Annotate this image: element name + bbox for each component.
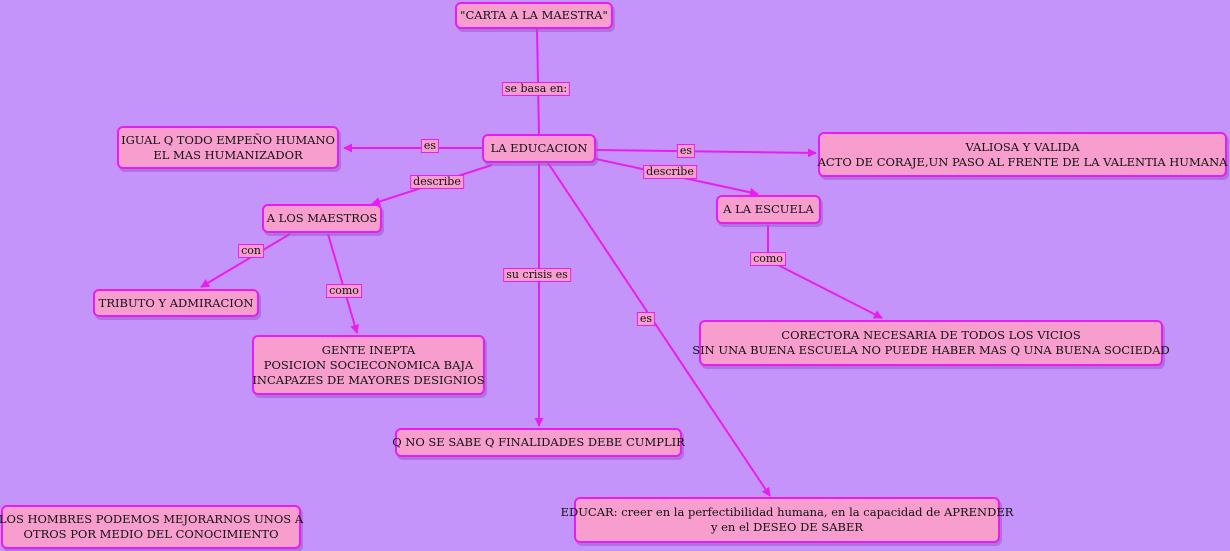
node-text: INCAPAZES DE MAYORES DESIGNIOS bbox=[252, 372, 485, 387]
node-text: IGUAL Q TODO EMPEÑO HUMANO bbox=[121, 132, 335, 147]
link-label-es-igual: es bbox=[420, 139, 440, 153]
connector-escuela-corectora-b bbox=[777, 264, 883, 319]
node-a-los-maestros[interactable]: A LOS MAESTROS bbox=[262, 204, 382, 233]
node-carta-a-la-maestra[interactable]: "CARTA A LA MAESTRA" bbox=[455, 2, 613, 29]
link-label-describe-escuela: describe bbox=[643, 165, 697, 179]
connector-maestros-gente bbox=[327, 233, 360, 334]
node-text: TRIBUTO Y ADMIRACION bbox=[98, 295, 254, 310]
node-corectora-necesaria[interactable]: CORECTORA NECESARIA DE TODOS LOS VICIOS … bbox=[692, 320, 1170, 366]
node-text: SIN UNA BUENA ESCUELA NO PUEDE HABER MAS… bbox=[692, 343, 1170, 357]
node-text: EL MAS HUMANIZADOR bbox=[153, 147, 303, 162]
link-label-es-educar: es bbox=[636, 312, 656, 326]
node-text: "CARTA A LA MAESTRA" bbox=[460, 8, 608, 22]
node-igual-q-todo-empeno[interactable]: IGUAL Q TODO EMPEÑO HUMANO EL MAS HUMANI… bbox=[117, 126, 339, 169]
link-label-como-gente: como bbox=[326, 284, 362, 298]
link-label-describe-maestros: describe bbox=[410, 175, 464, 189]
node-finalidades[interactable]: Q NO SE SABE Q FINALIDADES DEBE CUMPLIR bbox=[392, 428, 685, 457]
node-text: EDUCAR: creer en la perfectibilidad huma… bbox=[560, 505, 1014, 519]
node-text: OTROS POR MEDIO DEL CONOCIMIENTO bbox=[23, 527, 279, 541]
link-label-con: con bbox=[238, 244, 264, 258]
node-text: VALIOSA Y VALIDA bbox=[965, 139, 1080, 154]
node-tributo-y-admiracion[interactable]: TRIBUTO Y ADMIRACION bbox=[93, 289, 259, 317]
node-los-hombres[interactable]: LOS HOMBRES PODEMOS MEJORARNOS UNOS A OT… bbox=[0, 505, 304, 549]
node-gente-inepta[interactable]: GENTE INEPTA POSICION SOCIECONOMICA BAJA… bbox=[252, 335, 485, 395]
node-text: A LOS MAESTROS bbox=[266, 211, 378, 225]
connector-educacion-educar bbox=[547, 162, 771, 497]
node-text: A LA ESCUELA bbox=[723, 202, 814, 216]
link-label-su-crisis-es: su crisis es bbox=[503, 268, 571, 282]
node-text: ACTO DE CORAJE,UN PASO AL FRENTE DE LA V… bbox=[817, 154, 1228, 169]
link-label-se-basa-en: se basa en: bbox=[501, 82, 571, 96]
connector-educacion-valiosa bbox=[595, 148, 817, 158]
connector-maestros-tributo bbox=[200, 233, 291, 288]
node-text: LA EDUCACION bbox=[490, 141, 588, 155]
link-label-es-valiosa: es bbox=[676, 144, 696, 158]
node-text: CORECTORA NECESARIA DE TODOS LOS VICIOS bbox=[781, 328, 1081, 342]
node-text: GENTE INEPTA bbox=[321, 342, 416, 357]
node-text: POSICION SOCIECONOMICA BAJA bbox=[263, 357, 474, 372]
node-educar[interactable]: EDUCAR: creer en la perfectibilidad huma… bbox=[561, 497, 1013, 543]
node-text: Q NO SE SABE Q FINALIDADES DEBE CUMPLIR bbox=[392, 435, 685, 449]
link-label-como-corectora: como bbox=[750, 252, 786, 266]
node-text: y en el DESEO DE SABER bbox=[710, 520, 864, 534]
node-valiosa-y-valida[interactable]: VALIOSA Y VALIDA ACTO DE CORAJE,UN PASO … bbox=[818, 132, 1227, 177]
node-text: LOS HOMBRES PODEMOS MEJORARNOS UNOS A bbox=[0, 512, 304, 526]
node-a-la-escuela[interactable]: A LA ESCUELA bbox=[716, 195, 821, 224]
node-la-educacion[interactable]: LA EDUCACION bbox=[482, 134, 596, 163]
